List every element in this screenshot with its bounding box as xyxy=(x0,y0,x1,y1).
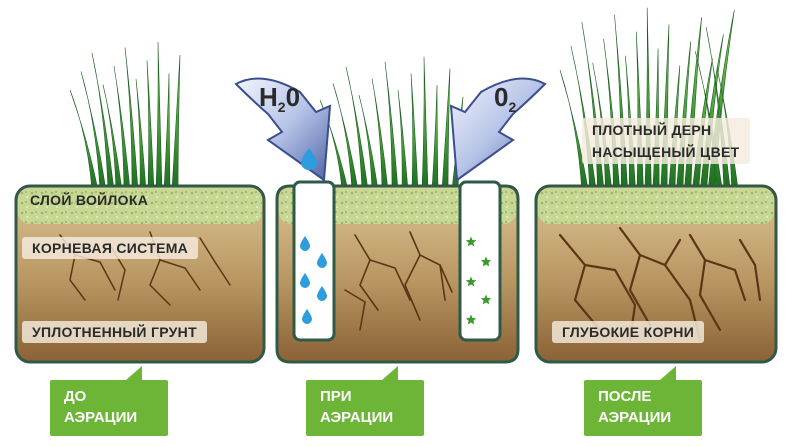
grass-blade-icon xyxy=(431,85,439,191)
felt-layer-after xyxy=(538,188,774,224)
grass-blade-icon xyxy=(332,83,359,191)
grass-blade-icon xyxy=(124,47,139,191)
dense-turf-label: ПЛОТНЫЙ ДЕРН НАСЫЩЕНЫЙ ЦВЕТ xyxy=(582,118,750,164)
dense-turf-line2: НАСЫЩЕНЫЙ ЦВЕТ xyxy=(592,144,740,160)
grass-blade-icon xyxy=(358,94,379,191)
callout-after-line2: АЭРАЦИИ xyxy=(598,409,672,426)
root-line xyxy=(628,253,652,327)
felt-layer-label: СЛОЙ ВОЙЛОКА xyxy=(30,192,149,208)
root-line xyxy=(159,259,201,291)
panel-during-aeration xyxy=(234,77,547,364)
root-line xyxy=(558,233,602,332)
felt-layer-before xyxy=(18,188,262,224)
grass-blade-icon xyxy=(91,52,115,191)
grass-blade-icon xyxy=(441,68,451,191)
oxygen-star-icon xyxy=(480,256,492,267)
oxygen-arrow-icon xyxy=(449,77,547,182)
callout-before-aeration: ДО АЭРАЦИИ xyxy=(50,366,168,436)
water-drop-icon xyxy=(301,148,317,170)
felt-layer-during xyxy=(279,188,516,224)
water-symbol: H xyxy=(259,82,278,112)
grass-blade-icon xyxy=(102,84,123,191)
grass-blade-icon xyxy=(345,66,369,191)
root-line xyxy=(404,254,421,321)
callout-after-aeration: ПОСЛЕ АЭРАЦИИ xyxy=(584,366,702,436)
root-line xyxy=(369,259,411,301)
oxygen-subscript: 2 xyxy=(508,99,517,116)
grass-blade-icon xyxy=(635,31,644,191)
grass-blade-icon xyxy=(397,90,409,191)
grass-blade-icon xyxy=(80,71,107,191)
aeration-hole-oxygen xyxy=(458,180,502,342)
root-line xyxy=(354,234,379,311)
water-subscript: 2 xyxy=(277,99,286,116)
soil-block-before xyxy=(14,184,266,364)
dense-turf-line1: ПЛОТНЫЙ ДЕРН xyxy=(592,122,712,138)
grass-blade-icon xyxy=(113,65,131,191)
grass-blade-icon xyxy=(421,56,429,191)
aeration-hole-water xyxy=(292,180,336,342)
water-drops xyxy=(300,236,327,324)
oxygen-star-icon xyxy=(465,276,477,287)
callout-before-line1: ДО xyxy=(64,388,87,405)
grass-blade-icon xyxy=(146,60,155,191)
grass-blade-icon xyxy=(171,54,181,191)
root-line xyxy=(663,238,682,267)
oxygen-star-icon xyxy=(480,294,492,305)
callout-during-line2: АЭРАЦИИ xyxy=(320,409,394,426)
grass-blade-icon xyxy=(384,61,399,191)
water-drop-icon xyxy=(302,309,312,324)
root-line xyxy=(199,237,231,286)
grass-blade-icon xyxy=(410,73,419,191)
oxygen-star-icon xyxy=(465,314,477,325)
root-line xyxy=(688,233,747,302)
callout-after-line1: ПОСЛЕ xyxy=(598,388,652,405)
oxygen-star-icon xyxy=(465,236,477,247)
water-drop-icon xyxy=(317,286,327,301)
panel-after-aeration xyxy=(534,184,778,364)
water-formula: H20 xyxy=(259,82,300,122)
water-drop-icon xyxy=(300,273,310,288)
grass-blade-icon xyxy=(371,78,389,191)
panel-before-aeration xyxy=(14,184,266,364)
grass-blade-icon xyxy=(155,41,163,191)
root-line xyxy=(409,231,446,301)
water-suffix: 0 xyxy=(285,82,301,112)
root-system-label: КОРНЕВАЯ СИСТЕМА xyxy=(22,237,199,259)
deep-roots-label: ГЛУБОКИЕ КОРНИ xyxy=(552,321,705,343)
soil-block-after xyxy=(534,184,778,364)
root-line xyxy=(738,238,762,302)
callout-during-aeration: ПРИ АЭРАЦИИ xyxy=(306,366,424,436)
root-line xyxy=(698,258,722,332)
water-drop-icon xyxy=(317,253,327,268)
root-line xyxy=(439,264,453,293)
oxygen-formula: 02 xyxy=(494,82,516,122)
oxygen-symbol: 0 xyxy=(494,82,509,112)
grass-blade-icon xyxy=(319,99,349,191)
grass-blade-icon xyxy=(163,73,171,191)
grass-blade-icon xyxy=(135,78,147,191)
roots-during xyxy=(344,231,453,331)
roots-after xyxy=(558,226,762,342)
root-line xyxy=(344,289,366,331)
water-drop-icon xyxy=(300,236,310,251)
grass-blade-icon xyxy=(660,24,670,191)
callout-before-line2: АЭРАЦИИ xyxy=(64,409,138,426)
compacted-soil-label: УПЛОТНЕННЫЙ ГРУНТ xyxy=(22,321,207,343)
oxygen-stars xyxy=(465,236,492,325)
grass-blade-icon xyxy=(69,89,99,191)
callout-during-line1: ПРИ xyxy=(320,388,352,405)
